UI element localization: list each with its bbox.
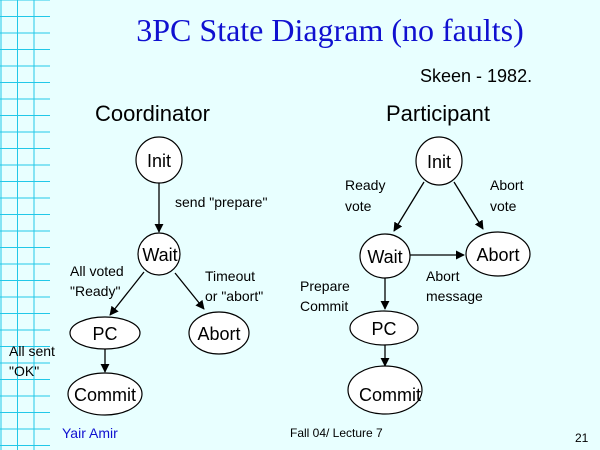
citation: Skeen - 1982.: [420, 66, 533, 86]
arrow-coord-wait-abort: [174, 272, 205, 310]
arrow-part-init-wait: [393, 181, 425, 232]
label-timeout-1: Timeout: [205, 268, 255, 284]
coord-state-commit: Commit: [67, 372, 143, 416]
page-number: 21: [575, 431, 589, 445]
part-state-abort: Abort: [465, 231, 531, 277]
participant-heading: Participant: [386, 101, 490, 126]
label-all-voted-1: All voted: [70, 263, 124, 279]
part-state-wait: Wait: [359, 233, 411, 279]
part-state-init-label: Init: [427, 152, 451, 172]
coord-state-init-label: Init: [147, 151, 171, 171]
coord-state-init: Init: [135, 136, 183, 184]
arrow-coord-wait-pc: [109, 271, 145, 316]
label-timeout-2: or "abort": [205, 288, 263, 304]
label-abort-vote-1: Abort: [490, 177, 524, 193]
part-state-commit-label: Commit: [359, 385, 421, 405]
label-ready-1: Ready: [345, 177, 385, 193]
part-state-abort-label: Abort: [476, 245, 519, 265]
coord-state-commit-label: Commit: [74, 385, 136, 405]
label-prepare-2: Commit: [300, 298, 348, 314]
label-all-voted-2: "Ready": [70, 283, 120, 299]
part-state-init: Init: [415, 136, 463, 186]
label-abort-msg-2: message: [426, 288, 483, 304]
coord-state-wait-label: Wait: [142, 245, 177, 265]
label-all-sent-1: All sent: [9, 343, 55, 359]
part-state-wait-label: Wait: [367, 247, 402, 267]
part-state-pc: PC: [349, 310, 419, 346]
label-prepare-1: Prepare: [300, 278, 350, 294]
footer-author: Yair Amir: [62, 425, 118, 441]
coordinator-heading: Coordinator: [95, 101, 210, 126]
footer-center: Fall 04/ Lecture 7: [290, 426, 383, 440]
label-abort-msg-1: Abort: [426, 268, 460, 284]
arrow-part-init-abort: [453, 181, 484, 230]
part-state-commit: Commit: [347, 365, 423, 415]
label-ready-2: vote: [345, 198, 372, 214]
coord-state-abort-label: Abort: [197, 324, 240, 344]
coord-state-wait: Wait: [137, 232, 181, 276]
coord-state-abort: Abort: [188, 311, 250, 355]
part-state-pc-label: PC: [371, 319, 396, 339]
label-all-sent-2: "OK": [9, 363, 39, 379]
coord-state-pc: PC: [69, 316, 141, 350]
label-send-prepare: send "prepare": [175, 194, 267, 210]
coord-state-pc-label: PC: [92, 324, 117, 344]
label-abort-vote-2: vote: [490, 198, 517, 214]
slide-title: 3PC State Diagram (no faults): [136, 12, 524, 48]
grid-decoration: [0, 0, 50, 450]
